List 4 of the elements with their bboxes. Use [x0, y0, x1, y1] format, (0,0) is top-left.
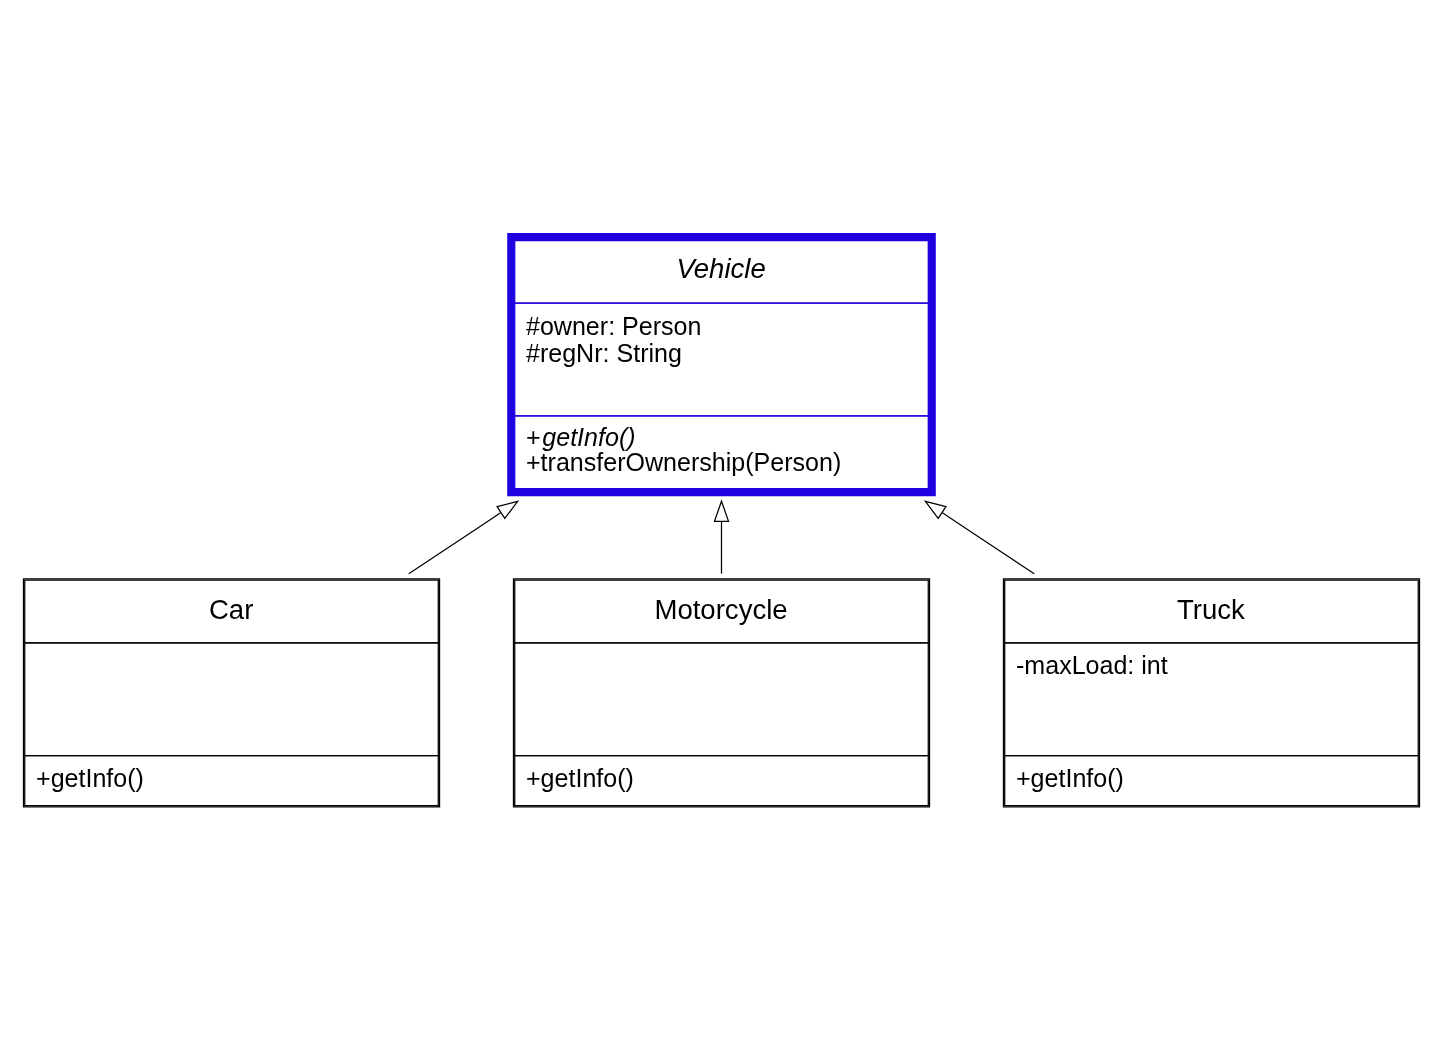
arrow — [713, 498, 730, 574]
arrow — [923, 499, 1035, 574]
node-box: Vehicle #owner: Person #regNr: String +getInfo() +transferOwnership(Person) — [507, 232, 936, 496]
arrow — [408, 499, 520, 574]
